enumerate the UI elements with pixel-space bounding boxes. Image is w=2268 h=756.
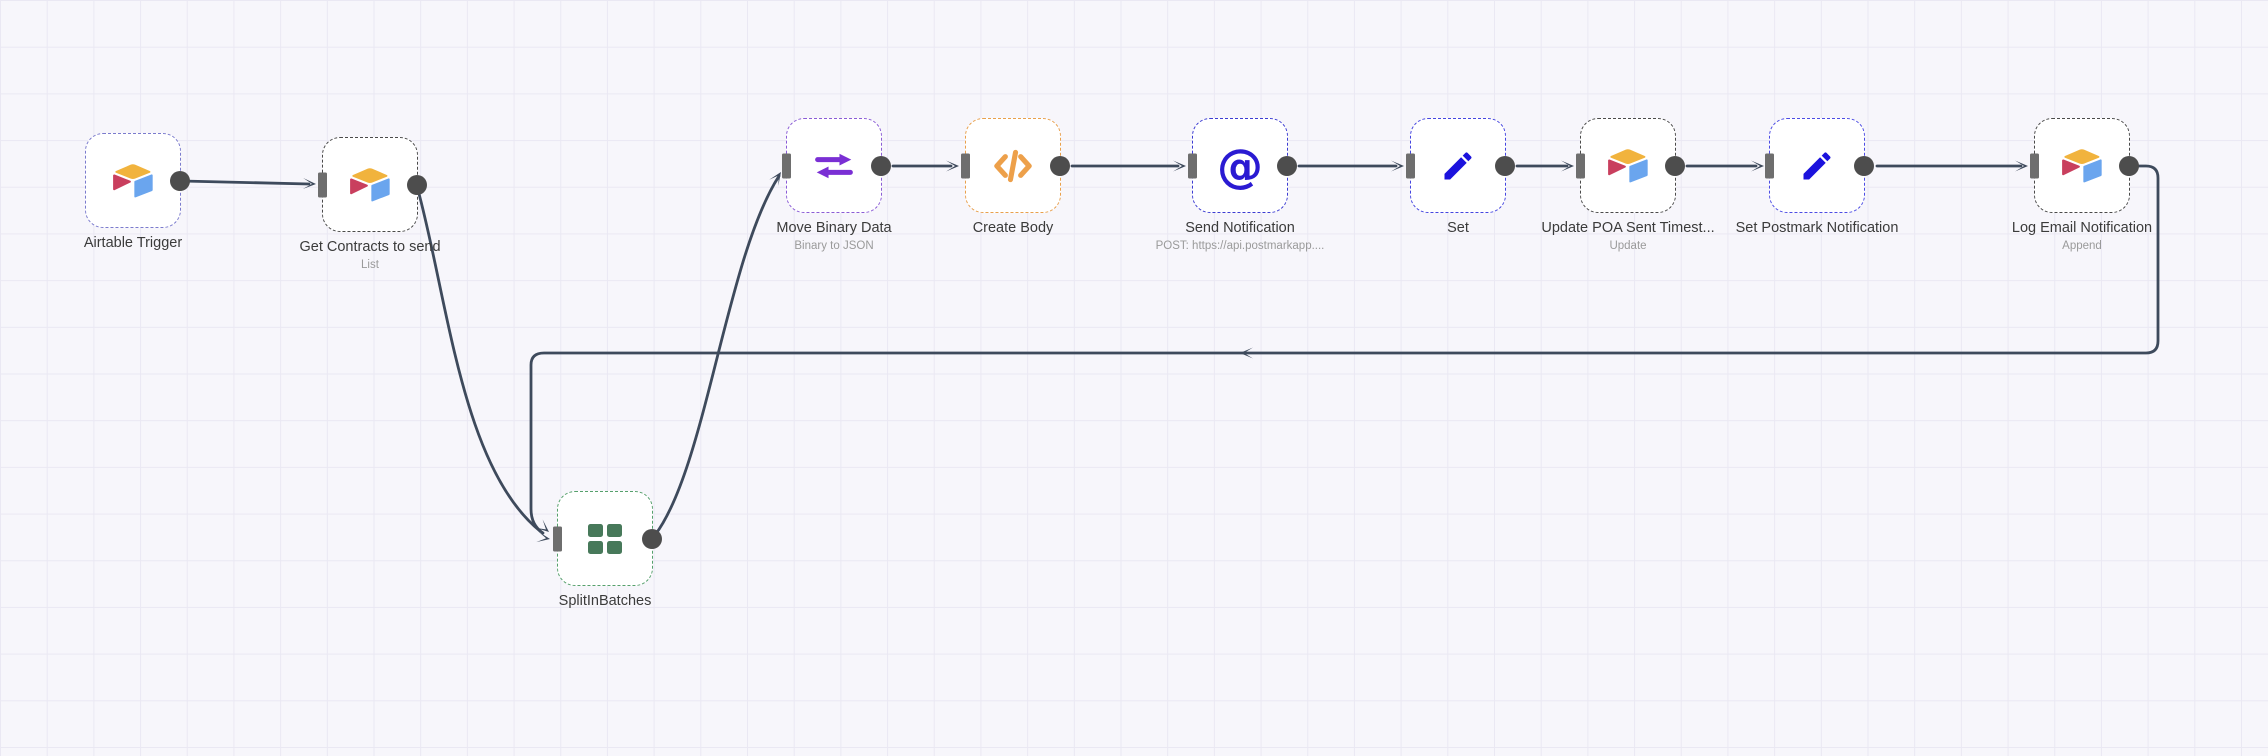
- node-title: Send Notification: [1185, 220, 1295, 236]
- node-update-poa-sent-timestamp[interactable]: [1576, 118, 1685, 213]
- node-set-postmark-notification[interactable]: [1765, 118, 1874, 213]
- node-subtitle: Binary to JSON: [794, 240, 874, 252]
- node-title: SplitInBatches: [558, 593, 652, 609]
- output-port[interactable]: [1665, 155, 1685, 176]
- output-port[interactable]: [1854, 155, 1874, 176]
- arrowhead: [1173, 160, 1186, 172]
- arrowhead: [535, 519, 549, 532]
- grid-icon: [588, 523, 622, 554]
- node-log-email-notification[interactable]: [2030, 118, 2139, 213]
- node-send-notification[interactable]: @: [1188, 118, 1297, 213]
- code-icon: [992, 149, 1034, 183]
- arrowhead: [536, 531, 550, 543]
- pencil-icon: [1799, 148, 1835, 184]
- pencil-icon: [1440, 148, 1476, 184]
- arrowhead: [946, 160, 959, 172]
- node-label: Set Postmark Notification: [1736, 219, 1899, 237]
- connection-log-email-notification-to-split-in-batches[interactable]: [529, 164, 2160, 535]
- node-label: Create Body: [973, 219, 1054, 237]
- input-port[interactable]: [1576, 153, 1585, 178]
- airtable-icon: [2059, 147, 2105, 185]
- node-subtitle: POST: https://api.postmarkapp....: [1155, 240, 1325, 252]
- arrowhead: [1751, 160, 1764, 172]
- node-title: Set: [1447, 220, 1469, 236]
- node-title: Create Body: [972, 220, 1054, 236]
- input-port[interactable]: [961, 153, 970, 178]
- output-port[interactable]: [1050, 155, 1070, 176]
- input-port[interactable]: [318, 172, 327, 197]
- output-port[interactable]: [642, 528, 662, 549]
- output-port[interactable]: [2119, 155, 2139, 176]
- airtable-icon: [347, 166, 393, 204]
- airtable-icon: [110, 162, 156, 200]
- connection-get-contracts-to-send-to-split-in-batches[interactable]: [416, 188, 542, 533]
- output-port[interactable]: [1277, 155, 1297, 176]
- node-title: Move Binary Data: [776, 220, 892, 236]
- node-set[interactable]: [1406, 118, 1515, 213]
- connection-airtable-trigger-to-get-contracts-to-send[interactable]: [180, 179, 311, 186]
- arrowhead: [1391, 160, 1404, 172]
- airtable-icon: [1605, 147, 1651, 185]
- swap-arrows-icon: [814, 152, 854, 180]
- arrowhead: [1561, 160, 1574, 172]
- arrowhead: [302, 178, 316, 190]
- node-label: Airtable Trigger: [84, 234, 182, 252]
- node-label: Update POA Sent Timest... Update: [1541, 219, 1714, 253]
- node-label: SplitInBatches: [559, 592, 652, 610]
- node-subtitle: Update: [1609, 240, 1647, 252]
- input-port[interactable]: [1188, 153, 1197, 178]
- output-port[interactable]: [1495, 155, 1515, 176]
- node-create-body[interactable]: [961, 118, 1070, 213]
- input-port[interactable]: [1765, 153, 1774, 178]
- node-subtitle: Append: [2062, 240, 2102, 252]
- at-sign-icon: @: [1217, 138, 1263, 193]
- node-get-contracts-to-send[interactable]: [318, 137, 427, 232]
- node-airtable-trigger[interactable]: [85, 133, 190, 228]
- node-title: Set Postmark Notification: [1735, 220, 1899, 236]
- node-title: Airtable Trigger: [83, 235, 183, 251]
- arrowhead: [769, 172, 781, 186]
- input-port[interactable]: [782, 153, 791, 178]
- node-title: Update POA Sent Timest...: [1541, 220, 1715, 236]
- node-title: Get Contracts to send: [299, 239, 441, 255]
- output-port[interactable]: [871, 155, 891, 176]
- output-port[interactable]: [407, 174, 427, 195]
- arrowhead: [2015, 160, 2028, 172]
- node-title: Log Email Notification: [2011, 220, 2153, 236]
- input-port[interactable]: [553, 526, 562, 551]
- connection-split-in-batches-to-move-binary-data[interactable]: [653, 174, 781, 537]
- output-port[interactable]: [170, 170, 190, 191]
- node-split-in-batches[interactable]: [553, 491, 662, 586]
- input-port[interactable]: [2030, 153, 2039, 178]
- node-move-binary-data[interactable]: [782, 118, 891, 213]
- input-port[interactable]: [1406, 153, 1415, 178]
- node-label: Set: [1447, 219, 1469, 237]
- arrowhead: [1240, 347, 1253, 359]
- node-subtitle: List: [361, 259, 379, 271]
